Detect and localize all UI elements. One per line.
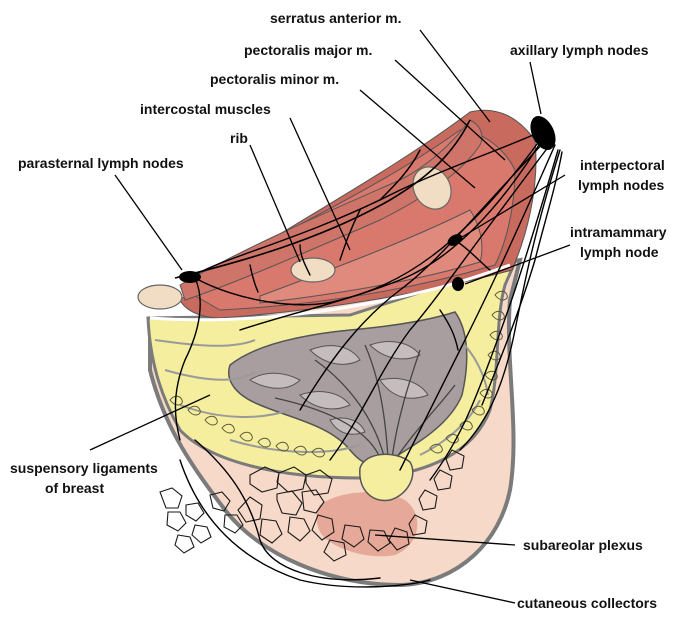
label-pectoralis-minor: pectoralis minor m. bbox=[210, 71, 339, 87]
intramammary-lymph-node bbox=[452, 277, 464, 291]
nipple bbox=[359, 453, 414, 502]
label-cutaneous-collectors: cutaneous collectors bbox=[517, 595, 657, 611]
label-rib: rib bbox=[230, 130, 248, 146]
label-interpectoral-line1: interpectoral bbox=[580, 157, 665, 173]
lymphatic-vessels bbox=[174, 131, 563, 588]
gland-lobules bbox=[249, 341, 429, 435]
label-pectoralis-major: pectoralis major m. bbox=[244, 42, 372, 58]
label-suspensory-line1: suspensory ligaments bbox=[10, 460, 158, 476]
fat-cells bbox=[169, 290, 508, 458]
parasternal-lymph-node bbox=[179, 271, 201, 283]
label-parasternal-lymph-nodes: parasternal lymph nodes bbox=[18, 155, 184, 171]
leader-lines bbox=[89, 29, 571, 604]
intercostal-band bbox=[179, 119, 483, 301]
label-subareolar-plexus: subareolar plexus bbox=[523, 537, 643, 553]
rib-1 bbox=[137, 284, 183, 310]
label-serratus-anterior: serratus anterior m. bbox=[270, 10, 402, 26]
label-axillary-lymph-nodes: axillary lymph nodes bbox=[510, 42, 649, 58]
label-intramammary-line2: lymph node bbox=[580, 244, 659, 260]
subareolar-mesh bbox=[159, 449, 465, 562]
interpectoral-lymph-node bbox=[447, 234, 463, 246]
label-interpectoral-line2: lymph nodes bbox=[578, 177, 665, 193]
chest-wall-curve bbox=[174, 119, 471, 279]
label-intramammary-line1: intramammary bbox=[570, 224, 667, 240]
axillary-lymph-node bbox=[530, 116, 556, 150]
label-suspensory-line2: of breast bbox=[45, 480, 104, 496]
rib-2 bbox=[290, 257, 336, 283]
label-intercostal-muscles: intercostal muscles bbox=[140, 101, 271, 117]
areola bbox=[316, 492, 418, 557]
fascia-line bbox=[149, 263, 511, 322]
